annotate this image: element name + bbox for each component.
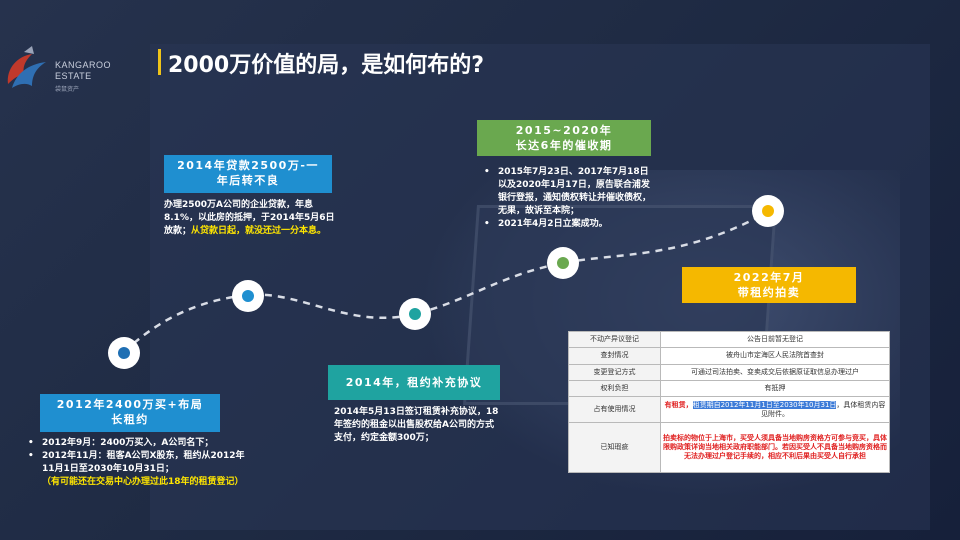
event-2015-bullet-2: 2021年4月2日立案成功。 <box>484 218 656 231</box>
table-key: 占有使用情况 <box>568 396 661 423</box>
logo: KANGAROO ESTATE 袋鼠资产 <box>0 40 130 100</box>
event-2012-bullet-1: 2012年9月：2400万买入，A公司名下； <box>28 437 253 450</box>
timeline-dashed-curve <box>123 210 769 353</box>
event-2014-supplement-heading-text: 2014年，租约补充协议 <box>345 376 483 389</box>
logo-name-line1: KANGAROO <box>55 60 112 70</box>
timeline-node-2012 <box>108 337 140 369</box>
event-2015-bullet-1: 2015年7月23日、2017年7月18日以及2020年1月17日，原告联合浦发… <box>484 166 656 218</box>
event-2015-heading-line1: 2015~2020年 <box>515 124 613 137</box>
event-2012-details: 2012年9月：2400万买入，A公司名下； 2012年11月：租客A公司X股东… <box>28 437 253 489</box>
table-value: 有租赁，租赁期自2012年11月1日至2030年10月31日，具体租赁内容见附件… <box>660 396 890 423</box>
table-value-rest: ，具体租赁内容见附件。 <box>761 400 886 418</box>
timeline-node-2014a <box>232 280 264 312</box>
timeline-node-2014b <box>399 298 431 330</box>
event-2012-bullet-2: 2012年11月：租客A公司X股东，租约从2012年11月1日至2030年10月… <box>28 450 253 476</box>
timeline-node-2022 <box>752 195 784 227</box>
table-row: 权利负担 有抵押 <box>568 379 890 398</box>
event-2012-heading: 2012年2400万买+布局 长租约 <box>40 394 220 432</box>
event-2014-loan-heading-line2: 年后转不良 <box>216 174 280 187</box>
event-2015-heading: 2015~2020年 长达6年的催收期 <box>477 120 651 156</box>
page-title: 2000万价值的局，是如何布的? <box>168 53 484 78</box>
event-2012-heading-line2: 长租约 <box>111 413 149 426</box>
table-row: 查封情况 被舟山市定海区人民法院首查封 <box>568 347 890 365</box>
event-2014-loan-details: 办理2500万A公司的企业贷款，年息8.1%，以此房的抵押，于2014年5月6日… <box>164 199 336 238</box>
logo-name: KANGAROO ESTATE <box>55 60 111 82</box>
event-2014-loan-heading-line1: 2014年贷款2500万-一 <box>177 159 319 172</box>
table-key: 变更登记方式 <box>568 363 661 381</box>
event-2015-heading-line2: 长达6年的催收期 <box>515 139 613 152</box>
kangaroo-icon <box>7 46 46 88</box>
event-2014-supplement-details: 2014年5月13日签订租赁补充协议，18年签约的租金以出售股权给A公司的方式支… <box>334 406 499 445</box>
table-key: 不动产异议登记 <box>568 330 661 349</box>
table-row: 已知瑕疵 拍卖标的物位于上海市，买受人须具备当地购房资格方可参与竞买，具体限购政… <box>568 422 890 473</box>
table-row: 占有使用情况 有租赁，租赁期自2012年11月1日至2030年10月31日，具体… <box>568 396 890 423</box>
table-row: 变更登记方式 可通过司法拍卖、变卖成交后依据原证取信息办理过户 <box>568 363 890 381</box>
table-key: 已知瑕疵 <box>568 422 661 473</box>
event-2022-heading-line1: 2022年7月 <box>733 271 805 284</box>
table-key: 权利负担 <box>568 379 661 398</box>
event-2022-heading: 2022年7月 带租约拍卖 <box>682 267 856 303</box>
table-value: 公告日前暂无登记 <box>660 330 890 349</box>
table-value: 被舟山市定海区人民法院首查封 <box>660 347 890 365</box>
event-2012-heading-line1: 2012年2400万买+布局 <box>56 398 204 411</box>
event-2014-supplement-heading: 2014年，租约补充协议 <box>328 365 500 400</box>
auction-info-table: 不动产异议登记 公告日前暂无登记 查封情况 被舟山市定海区人民法院首查封 变更登… <box>568 330 890 473</box>
table-value-selected[interactable]: 租赁期自2012年11月1日至2030年10月31日 <box>692 400 837 409</box>
table-key: 查封情况 <box>568 347 661 365</box>
timeline-node-2015 <box>547 247 579 279</box>
logo-name-line2: ESTATE <box>55 71 92 81</box>
event-2015-details: 2015年7月23日、2017年7月18日以及2020年1月17日，原告联合浦发… <box>484 166 656 231</box>
table-value: 有抵押 <box>660 379 890 398</box>
event-2014-loan-highlight: 从贷款日起，就没还过一分本息。 <box>191 226 327 236</box>
table-row: 不动产异议登记 公告日前暂无登记 <box>568 330 890 349</box>
table-value: 拍卖标的物位于上海市，买受人须具备当地购房资格方可参与竞买，具体限购政策详询当地… <box>660 422 890 473</box>
title-accent-bar <box>158 49 161 75</box>
table-value: 可通过司法拍卖、变卖成交后依据原证取信息办理过户 <box>660 363 890 381</box>
table-value-red: 有租赁， <box>664 400 693 409</box>
event-2014-supplement-text: 2014年5月13日签订租赁补充协议，18年签约的租金以出售股权给A公司的方式支… <box>334 407 499 443</box>
event-2014-loan-heading: 2014年贷款2500万-一 年后转不良 <box>164 155 332 193</box>
event-2014-loan-text: 办理2500万A公司的企业贷款，年息8.1%，以此房的抵押，于2014年5月6日… <box>164 200 335 236</box>
logo-subtitle: 袋鼠资产 <box>55 86 80 93</box>
event-2012-note: （有可能还在交易中心办理过此18年的租赁登记） <box>42 477 244 487</box>
event-2022-heading-line2: 带租约拍卖 <box>737 286 801 299</box>
